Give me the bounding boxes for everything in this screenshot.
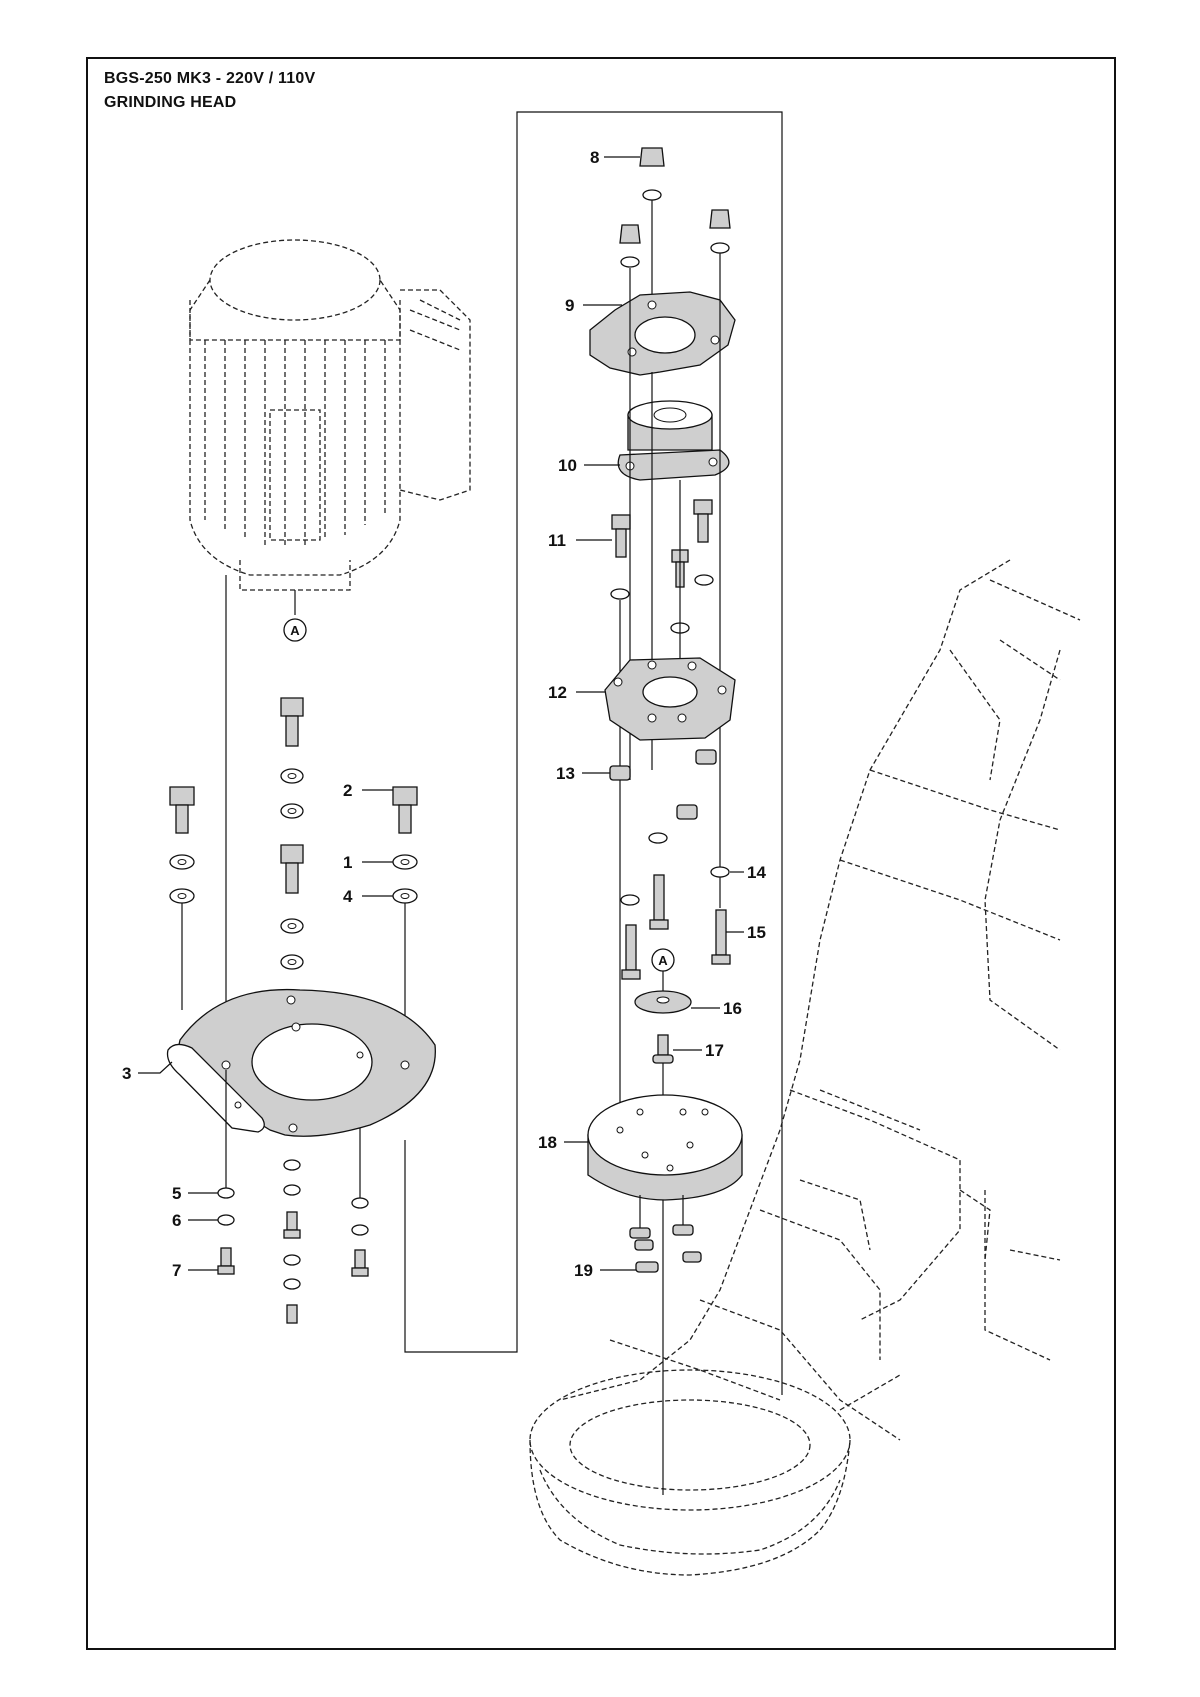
part-label-8: 8	[590, 148, 599, 167]
drive-hub	[617, 400, 730, 481]
part-label-6: 6	[172, 1211, 181, 1230]
disc-screws	[629, 1195, 702, 1273]
part-label-16: 16	[723, 999, 742, 1018]
reference-marker-a-bottom: A	[651, 948, 675, 995]
plate-lower-fasteners	[217, 1070, 369, 1324]
part-label-12: 12	[548, 683, 567, 702]
svg-text:A: A	[290, 623, 300, 638]
part-label-5: 5	[172, 1184, 181, 1203]
part-label-18: 18	[538, 1133, 557, 1152]
part-label-7: 7	[172, 1261, 181, 1280]
section-title: GRINDING HEAD	[104, 94, 237, 111]
part-label-4: 4	[343, 887, 353, 906]
part-labels: 8 9 10 11 12 13 14 15 16 17 18 19	[122, 148, 766, 1280]
left-fastener-stack	[169, 786, 195, 1010]
part-label-10: 10	[558, 456, 577, 475]
part-label-1: 1	[343, 853, 352, 872]
machine-frame-outline	[529, 559, 1081, 1576]
part-label-15: 15	[747, 923, 766, 942]
reference-marker-a-top: A	[283, 618, 307, 642]
mounting-plate	[166, 988, 436, 1137]
tool-disc	[587, 1094, 743, 1201]
long-bolts	[610, 499, 714, 634]
star-flange	[589, 291, 736, 376]
part-label-14: 14	[747, 863, 766, 882]
motor-outline	[189, 239, 471, 615]
right-fastener-stack	[392, 786, 418, 1065]
model-title: BGS-250 MK3 - 220V / 110V	[104, 70, 316, 87]
part-label-13: 13	[556, 764, 575, 783]
drawing-frame	[86, 57, 1116, 1650]
side-nuts	[619, 209, 731, 268]
part-label-11: 11	[548, 531, 566, 550]
part-label-17: 17	[705, 1041, 724, 1060]
spacers	[609, 749, 717, 820]
top-nut	[639, 147, 665, 295]
part-label-3: 3	[122, 1064, 131, 1083]
svg-text:A: A	[658, 953, 668, 968]
part-label-9: 9	[565, 296, 574, 315]
center-fastener-stack	[280, 697, 304, 970]
adapter-plate	[604, 657, 736, 741]
part-label-2: 2	[343, 781, 352, 800]
lower-bolts	[620, 832, 731, 980]
center-washer-and-screw	[634, 990, 692, 1064]
part-label-19: 19	[574, 1261, 593, 1280]
assembly-bracket-line	[404, 111, 783, 1395]
